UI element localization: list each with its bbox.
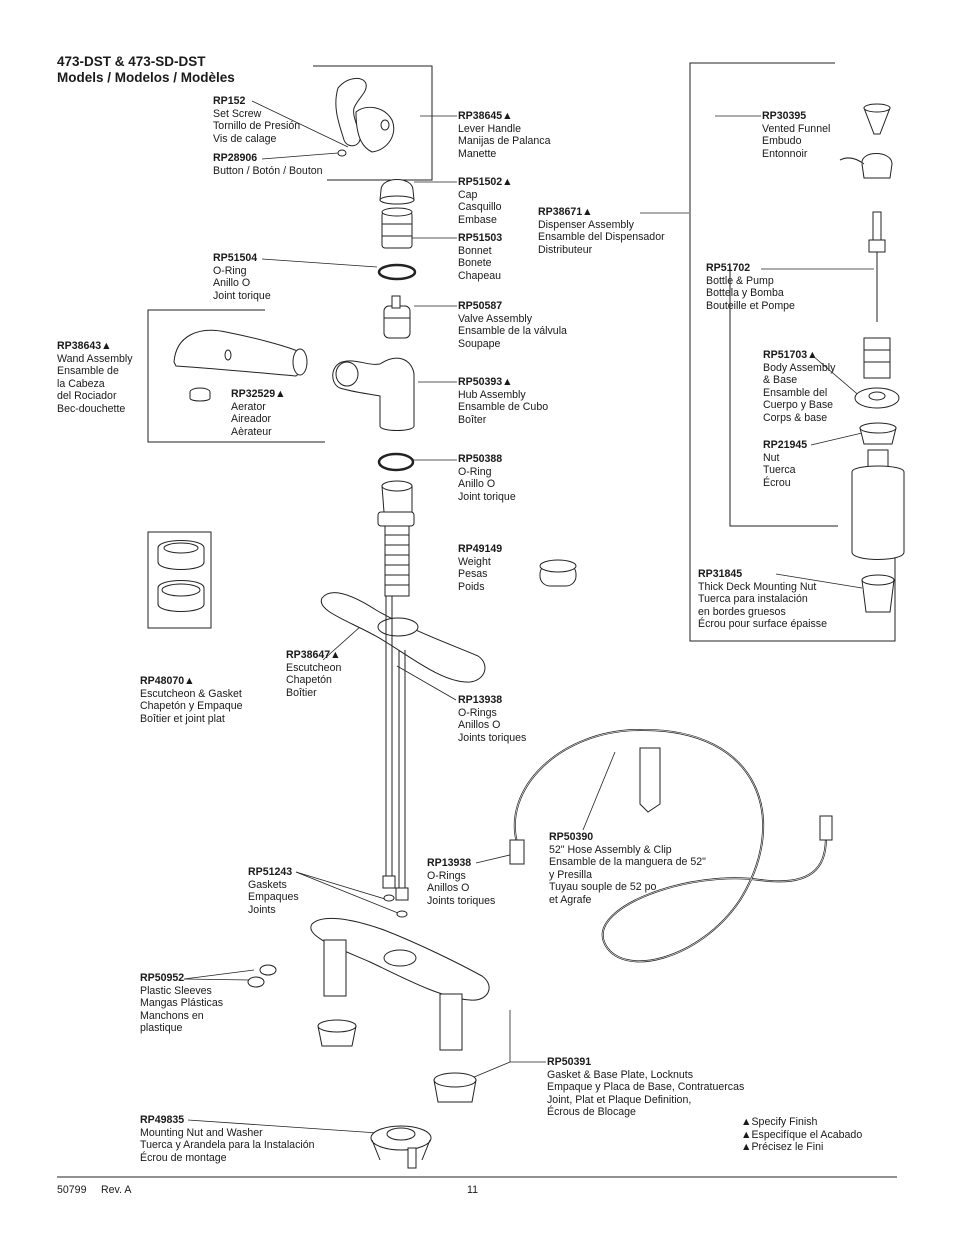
shank-part — [377, 480, 415, 597]
supply-lines-part — [382, 596, 409, 918]
escutcheon-gasket-part — [157, 540, 205, 612]
legend-line-fr: ▲Précisez le Fini — [741, 1141, 824, 1154]
title-models-trilingual: Models / Modelos / Modèles — [57, 70, 235, 85]
mounting-nut-part — [370, 1125, 432, 1169]
thick-deck-nut-part — [861, 574, 895, 613]
cap-part — [379, 179, 415, 205]
legend-line-es: ▲Especifíque el Acabado — [741, 1128, 863, 1141]
valve-part — [383, 295, 411, 339]
o-ring-lower-part — [377, 452, 415, 472]
weight-part — [539, 559, 577, 587]
document-number: 50799 — [57, 1184, 87, 1196]
locknut-left-part — [317, 1019, 357, 1047]
hub-part — [332, 357, 415, 431]
locknut-right-part — [433, 1072, 477, 1103]
revision: Rev. A — [101, 1184, 132, 1196]
page-title: 473-DST & 473-SD-DST Models / Modelos / … — [57, 54, 235, 86]
finish-legend: ▲Specify Finish ▲Especifíque el Acabado … — [741, 1116, 862, 1154]
base-plate-part — [310, 917, 490, 1051]
aerator-part — [189, 387, 211, 402]
hose-part — [509, 728, 833, 963]
page-number: 11 — [467, 1184, 478, 1196]
funnel-part — [839, 103, 893, 179]
o-ring-upper-part — [377, 263, 417, 281]
bottle-part — [851, 449, 905, 560]
bonnet-part — [381, 207, 413, 249]
lever-handle-part — [335, 78, 395, 157]
escutcheon-part — [320, 592, 486, 683]
legend-line-en: ▲Specify Finish — [741, 1116, 818, 1128]
group-bracket-lines — [57, 62, 897, 1178]
wand-part — [173, 329, 308, 377]
body-base-part — [854, 337, 900, 409]
leader-lines — [183, 100, 874, 1134]
plastic-sleeves-part — [247, 964, 277, 988]
pump-part — [868, 211, 886, 322]
dispenser-nut-part — [859, 422, 897, 445]
title-models: 473-DST & 473-SD-DST — [57, 54, 206, 69]
